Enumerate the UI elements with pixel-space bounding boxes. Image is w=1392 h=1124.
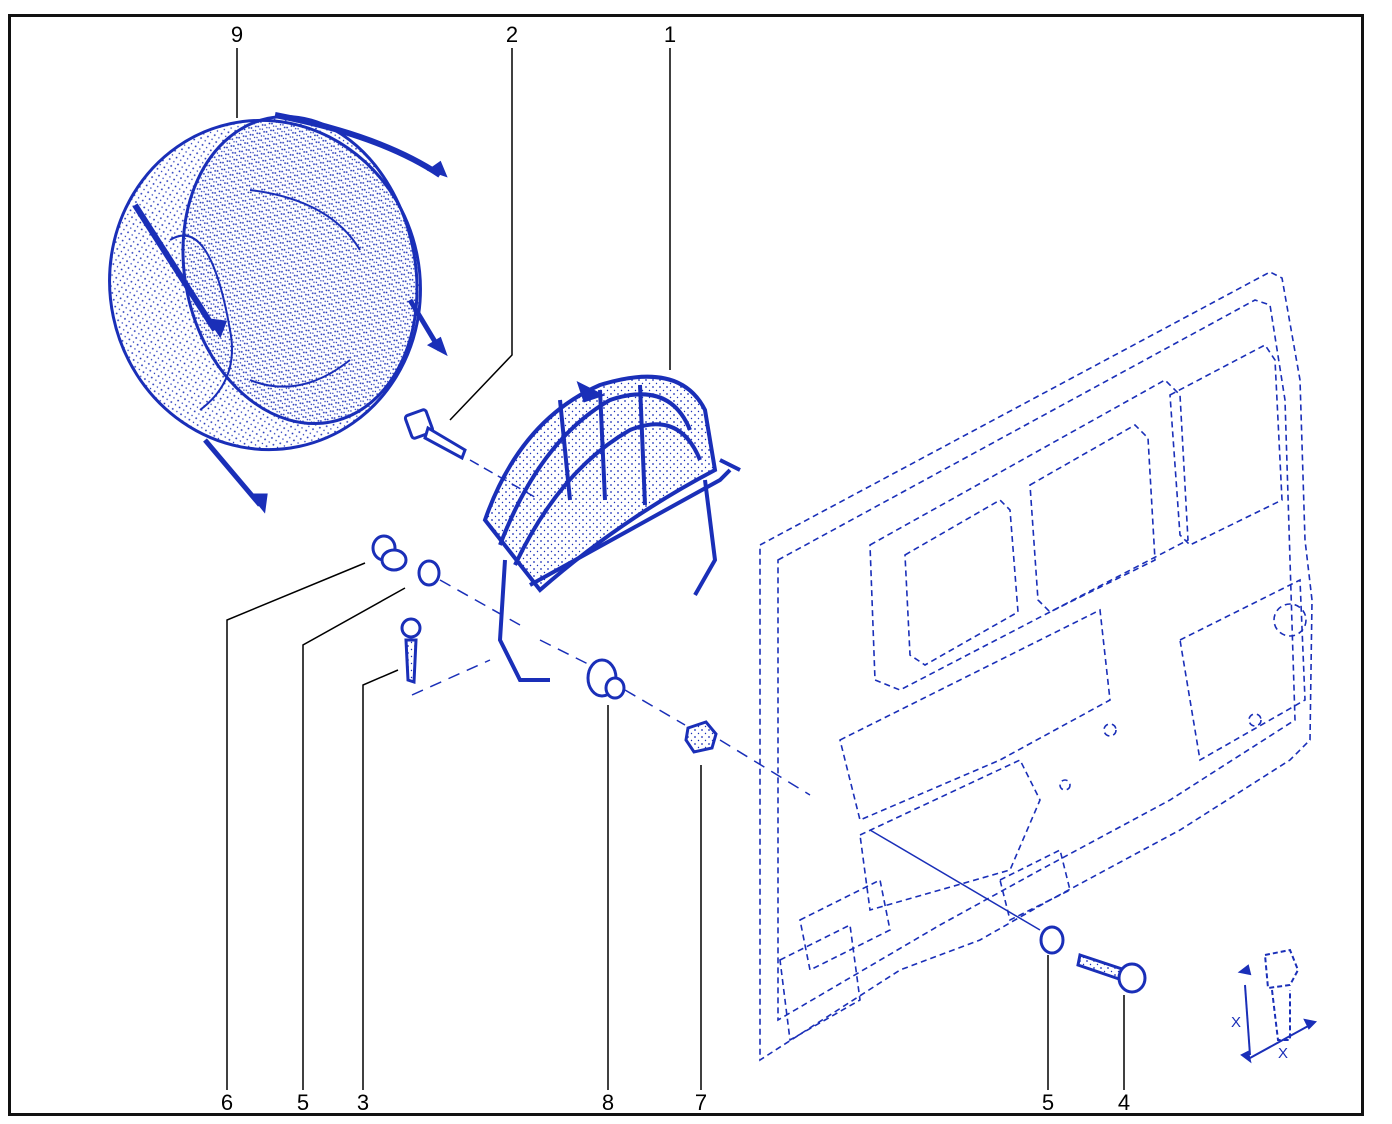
fixings-right [869, 829, 1147, 994]
callout-2: 2 [505, 22, 519, 47]
fixings-middle [539, 639, 811, 796]
callout-4: 4 [1117, 1090, 1131, 1115]
torque-mark-x-bottom: X [1277, 1045, 1289, 1062]
callout-7: 7 [694, 1090, 708, 1115]
callout-5-left: 5 [296, 1090, 310, 1115]
callout-6: 6 [220, 1090, 234, 1115]
callout-9: 9 [230, 22, 244, 47]
leader-lines [226, 48, 1125, 1090]
body-panel-outline [759, 271, 1313, 1062]
torque-mark-x-top: X [1230, 1014, 1242, 1031]
wheel-carrier-cradle [482, 374, 741, 682]
bolt-2 [403, 408, 541, 501]
callout-8: 8 [601, 1090, 615, 1115]
callout-5-right: 5 [1041, 1090, 1055, 1115]
callout-1: 1 [663, 22, 677, 47]
fixings-left [371, 534, 521, 696]
bolt-inset [1237, 948, 1318, 1064]
callout-3: 3 [356, 1090, 370, 1115]
spare-wheel-cover [108, 112, 448, 514]
